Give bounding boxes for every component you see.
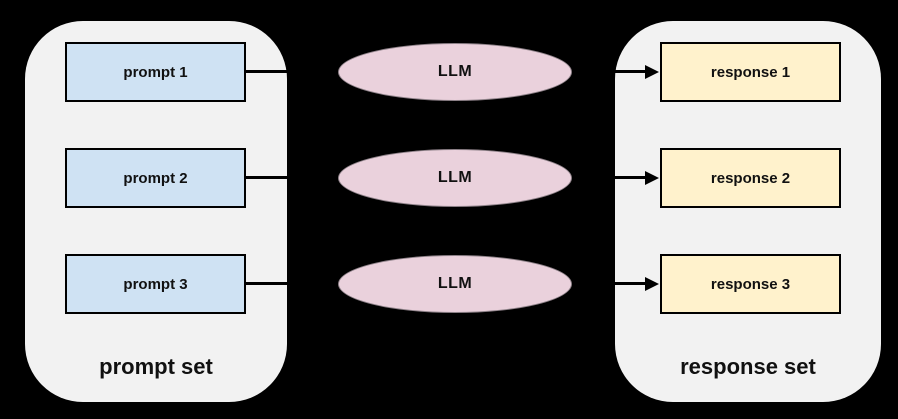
response-connector-line-2	[615, 176, 647, 179]
response-set-label: response set	[680, 354, 816, 379]
prompt-box-2: prompt 2	[65, 148, 246, 208]
response-box-1: response 1	[660, 42, 841, 102]
response-arrowhead-icon-2	[645, 171, 659, 185]
llm-node-1: LLM	[338, 43, 572, 101]
response-connector-line-3	[615, 282, 647, 285]
response-connector-line-1	[615, 70, 647, 73]
prompt-connector-line-3	[246, 282, 287, 285]
response-arrowhead-icon-1	[645, 65, 659, 79]
llm-node-2: LLM	[338, 149, 572, 207]
prompt-set-label: prompt set	[99, 354, 213, 379]
response-box-2: response 2	[660, 148, 841, 208]
prompt-connector-line-1	[246, 70, 287, 73]
prompt-box-1: prompt 1	[65, 42, 246, 102]
response-box-3: response 3	[660, 254, 841, 314]
llm-node-3: LLM	[338, 255, 572, 313]
prompt-box-3: prompt 3	[65, 254, 246, 314]
response-arrowhead-icon-3	[645, 277, 659, 291]
prompt-connector-line-2	[246, 176, 287, 179]
